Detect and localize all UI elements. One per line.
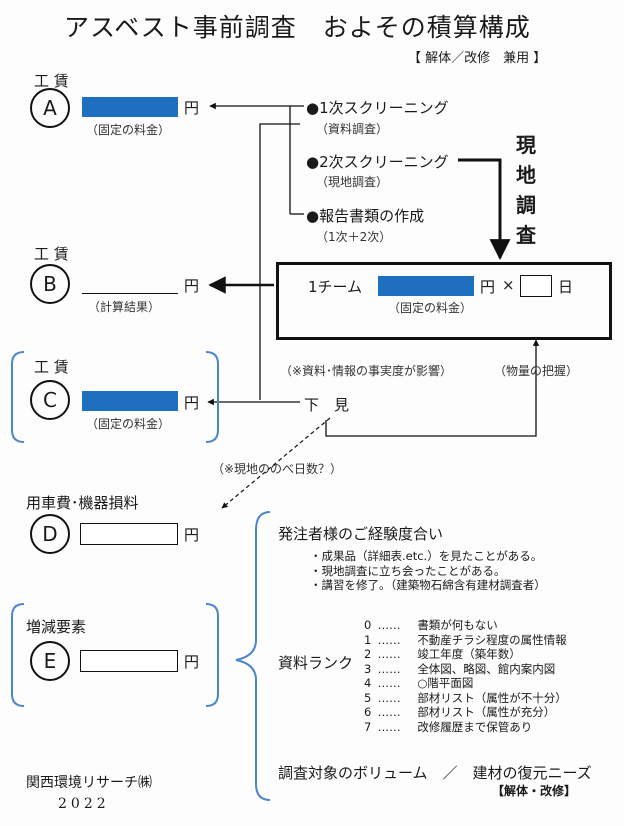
yen-c: 円 <box>184 394 200 412</box>
team-label: 1チーム <box>308 278 363 296</box>
step-report: ●報告書類の作成 <box>306 207 425 225</box>
label-e: 増減要素 <box>26 618 87 636</box>
price-bar-c <box>82 391 178 411</box>
team-yen: 円 <box>480 278 496 296</box>
rank-grade-row: 7 …… 改修履歴まで保管あり <box>364 719 533 734</box>
step-second: ●2次スクリーニング <box>306 153 449 171</box>
rank-grade-row: 4 …… ○階平面図 <box>364 676 474 690</box>
footer-year: 2022 <box>58 796 110 812</box>
rank-grade-row: 1 …… 不動産チラシ程度の属性情報 <box>364 632 567 647</box>
price-bar-a <box>82 97 178 117</box>
step-first: ●1次スクリーニング <box>306 99 449 117</box>
circle-b: B <box>30 264 70 304</box>
team-multiply: × <box>502 276 515 294</box>
experience-item: ・講習を修了。（建築物石綿含有建材調査者） <box>310 578 546 592</box>
rank-title: 資料ランク <box>278 654 354 672</box>
circle-c: C <box>30 380 70 420</box>
volume-tag: 【解体・改修】 <box>492 784 577 798</box>
label-c: 工 賃 <box>34 358 69 376</box>
genchi-chousa-label: 現地調査 <box>516 133 536 247</box>
yen-e: 円 <box>184 653 200 671</box>
bracket-e-left <box>11 603 25 707</box>
yen-d: 円 <box>184 526 200 544</box>
circle-a: A <box>30 88 70 128</box>
experience-title: 発注者様のご経験度合い <box>278 525 444 543</box>
step-first-sub: （資料調査） <box>316 122 389 136</box>
rank-grade-row: 2 …… 竣工年度（築年数） <box>364 647 521 661</box>
line-first-to-c <box>259 123 300 400</box>
arrow-second-to-team <box>458 158 511 261</box>
rank-grade-row: 5 …… 部材リスト（属性が不十分） <box>364 690 567 705</box>
yen-b: 円 <box>184 277 200 295</box>
experience-item: ・成果品（詳細表.etc.）を見たことがある。 <box>310 549 543 563</box>
bracket-c-right <box>205 351 219 443</box>
footer-company: 関西環境リサーチ㈱ <box>26 775 152 791</box>
team-price-bar <box>378 276 474 296</box>
team-box <box>276 262 612 340</box>
rank-grade-row: 3 …… 全体図、略図、館内案内図 <box>364 661 556 676</box>
arrow-shitami-to-team <box>325 339 540 437</box>
label-b: 工 賃 <box>34 245 69 263</box>
page-subtitle: 【 解体／改修 兼用 】 <box>408 51 547 66</box>
price-box-e <box>80 650 178 672</box>
note-a: （固定の料金） <box>86 123 171 137</box>
experience-list: ・成果品（詳細表.etc.）を見たことがある。 ・現地調査に立ち会ったことがある… <box>310 549 546 593</box>
note-b: （計算結果） <box>88 300 161 314</box>
page-title: アスベスト事前調査 およその積算構成 <box>64 13 531 42</box>
circle-e: E <box>30 641 70 681</box>
yen-a: 円 <box>184 99 200 117</box>
days-note: （※現地ののべ日数？） <box>212 462 343 476</box>
team-days-box <box>520 275 552 297</box>
team-day-unit: 日 <box>558 278 574 296</box>
team-note: （固定の料金） <box>388 301 473 315</box>
step-second-sub: （現地調査） <box>316 175 389 189</box>
bracket-c-left <box>11 351 25 443</box>
underline-b <box>82 292 178 294</box>
experience-item: ・現地調査に立ち会ったことがある。 <box>310 563 506 578</box>
rank-grade-row: 0 …… 書類が何もない <box>364 618 498 632</box>
label-d: 用車費･機器損料 <box>26 494 139 512</box>
rank-grade-list: 0 …… 書類が何もない 1 …… 不動産チラシ程度の属性情報 2 …… 竣工年… <box>364 618 567 734</box>
rank-grade-row: 6 …… 部材リスト（属性が充分） <box>364 705 556 719</box>
step-report-sub: （1次＋2次） <box>316 230 392 244</box>
arrow-dashed-to-d <box>221 417 331 509</box>
shitami-label: 下 見 <box>304 396 350 414</box>
price-box-d <box>80 523 178 545</box>
curly-brace <box>235 511 271 801</box>
bracket-e-right <box>205 603 219 707</box>
quantity-note: （物量の把握） <box>494 364 579 378</box>
influence-note: （※資料･情報の事実度が影響） <box>280 364 453 378</box>
volume-title: 調査対象のボリューム ／ 建材の復元ニーズ <box>278 764 592 782</box>
label-a: 工 賃 <box>34 72 69 90</box>
note-c: （固定の料金） <box>86 417 171 431</box>
circle-d: D <box>30 514 70 554</box>
